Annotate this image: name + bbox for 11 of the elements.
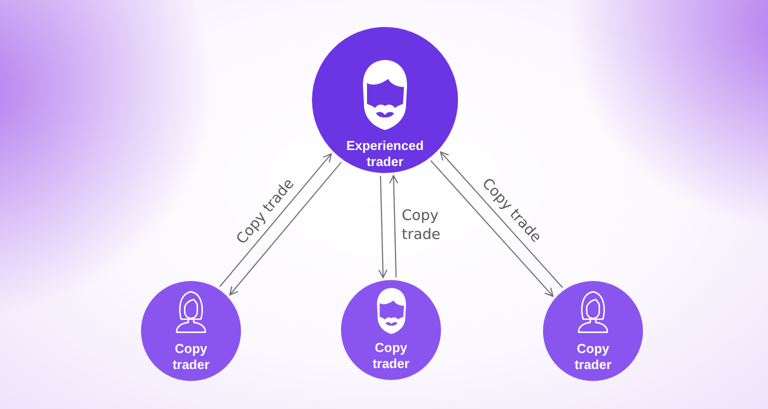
arrow: [440, 151, 563, 288]
arrow: [229, 162, 342, 296]
arrow: [389, 174, 398, 278]
arrow: [378, 176, 388, 278]
arrow: [219, 153, 332, 287]
node-label: Experienced trader: [345, 138, 425, 170]
node-label: Copy trader: [172, 341, 210, 373]
node-label: Copy trader: [574, 341, 612, 373]
node-label: Copy trader: [372, 340, 410, 372]
arrow: [430, 160, 554, 297]
edge-label: Copy trade: [402, 207, 442, 246]
